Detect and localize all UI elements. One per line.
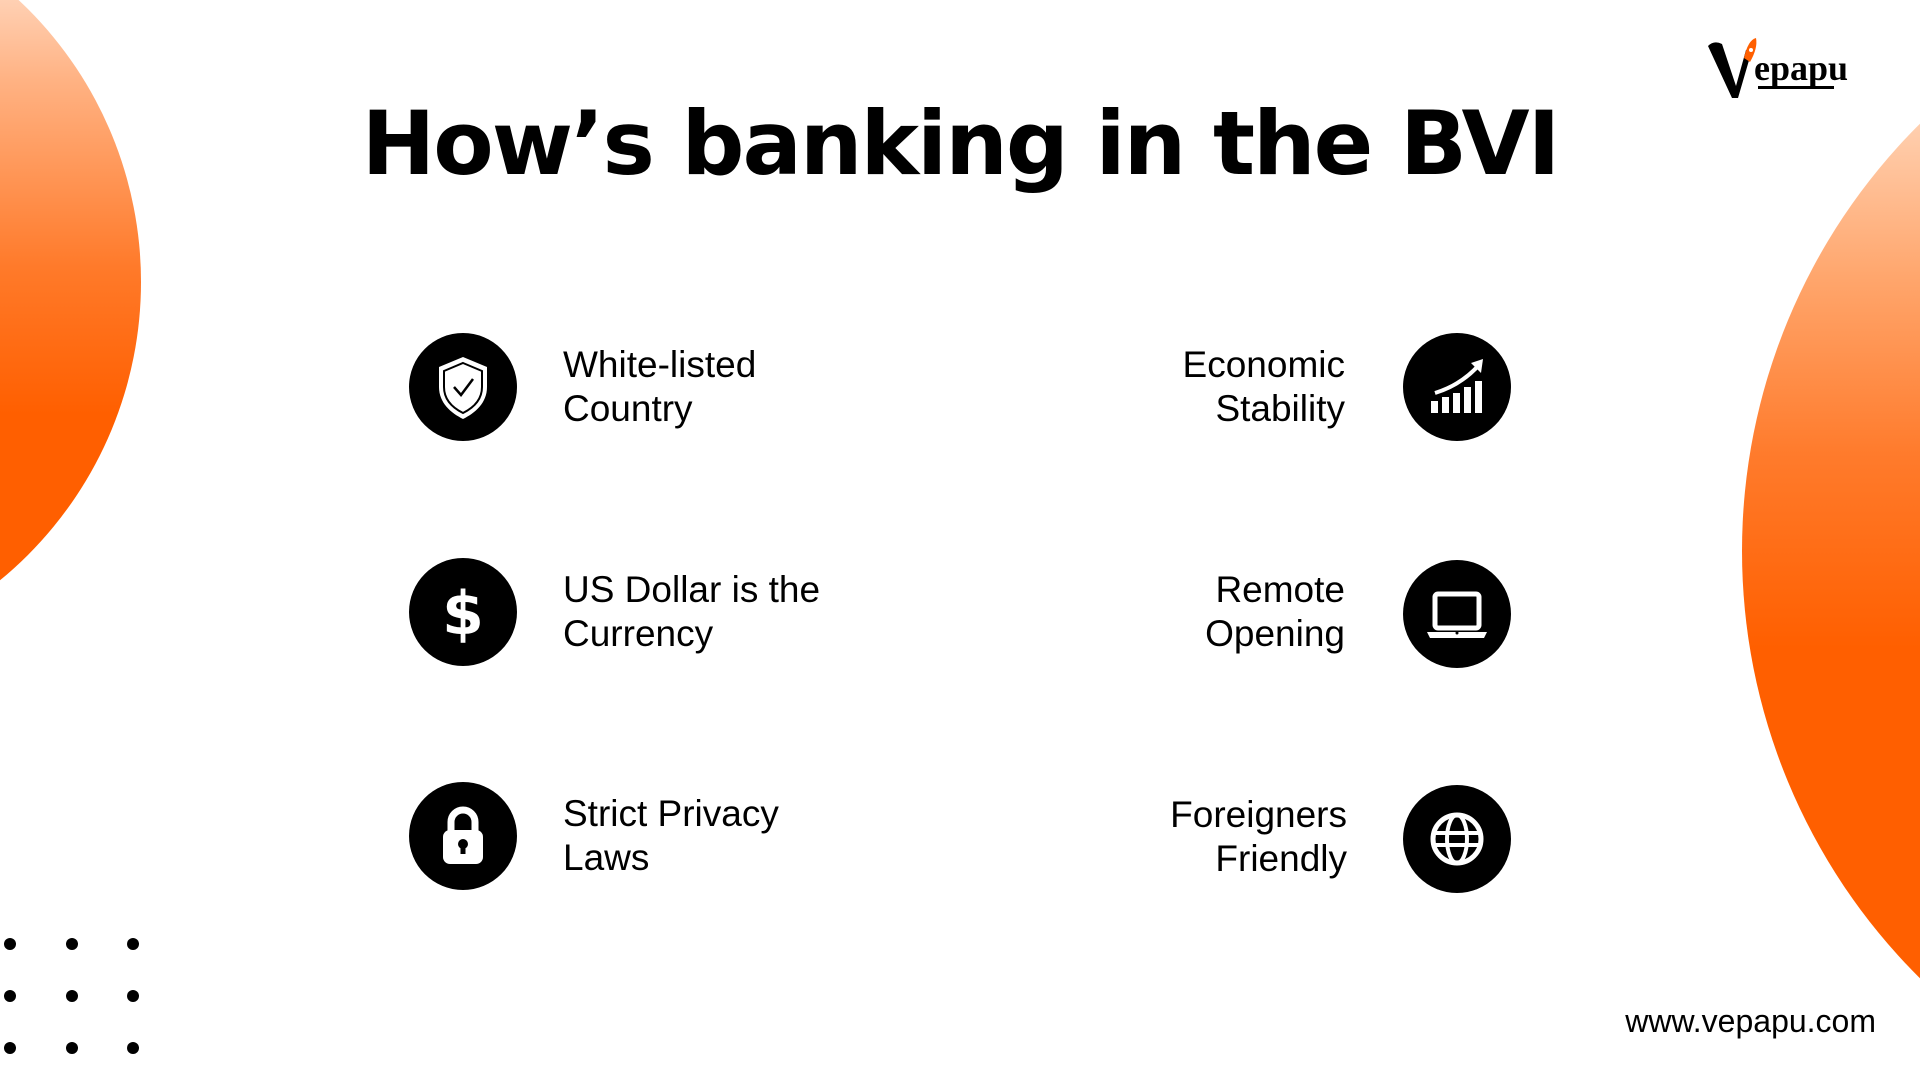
shield-check-icon [409,333,517,441]
feature-label-line1: White-listed [563,344,757,385]
svg-text:epapu: epapu [1754,48,1848,88]
feature-label-line1: US Dollar is the [563,569,821,610]
vepapu-logo: epapu [1708,38,1848,98]
feature-label-line2: Opening [1205,613,1345,654]
dot [127,1042,139,1054]
lock-icon [409,782,517,890]
dollar-icon: $ [409,558,517,666]
dot [66,990,78,1002]
dot [4,1042,16,1054]
dot [4,990,16,1002]
dot [127,938,139,950]
feature-foreigners-friendly: Foreigners Friendly [1007,793,1347,881]
feature-white-listed-country: White-listed Country [563,343,903,431]
feature-label-line1: Strict Privacy [563,793,779,834]
dot [127,990,139,1002]
globe-icon [1403,785,1511,893]
feature-label-line2: Friendly [1215,838,1347,879]
feature-remote-opening: Remote Opening [1005,568,1345,656]
feature-label-line2: Currency [563,613,714,654]
feature-label-line1: Foreigners [1170,794,1347,835]
feature-label-line2: Laws [563,837,650,878]
page-title: How’s banking in the BVI [361,92,1561,195]
feature-label-line1: Remote [1215,569,1345,610]
feature-label-line2: Stability [1215,388,1345,429]
dot [66,938,78,950]
dot [4,938,16,950]
feature-strict-privacy-laws: Strict Privacy Laws [563,792,903,880]
svg-text:$: $ [442,579,484,648]
laptop-icon [1403,560,1511,668]
feature-label-line2: Country [563,388,693,429]
growth-chart-icon [1403,333,1511,441]
feature-label-line1: Economic [1182,344,1345,385]
feature-us-dollar-currency: US Dollar is the Currency [563,568,903,656]
feature-economic-stability: Economic Stability [1005,343,1345,431]
website-url: www.vepapu.com [1625,1003,1876,1039]
dot [66,1042,78,1054]
